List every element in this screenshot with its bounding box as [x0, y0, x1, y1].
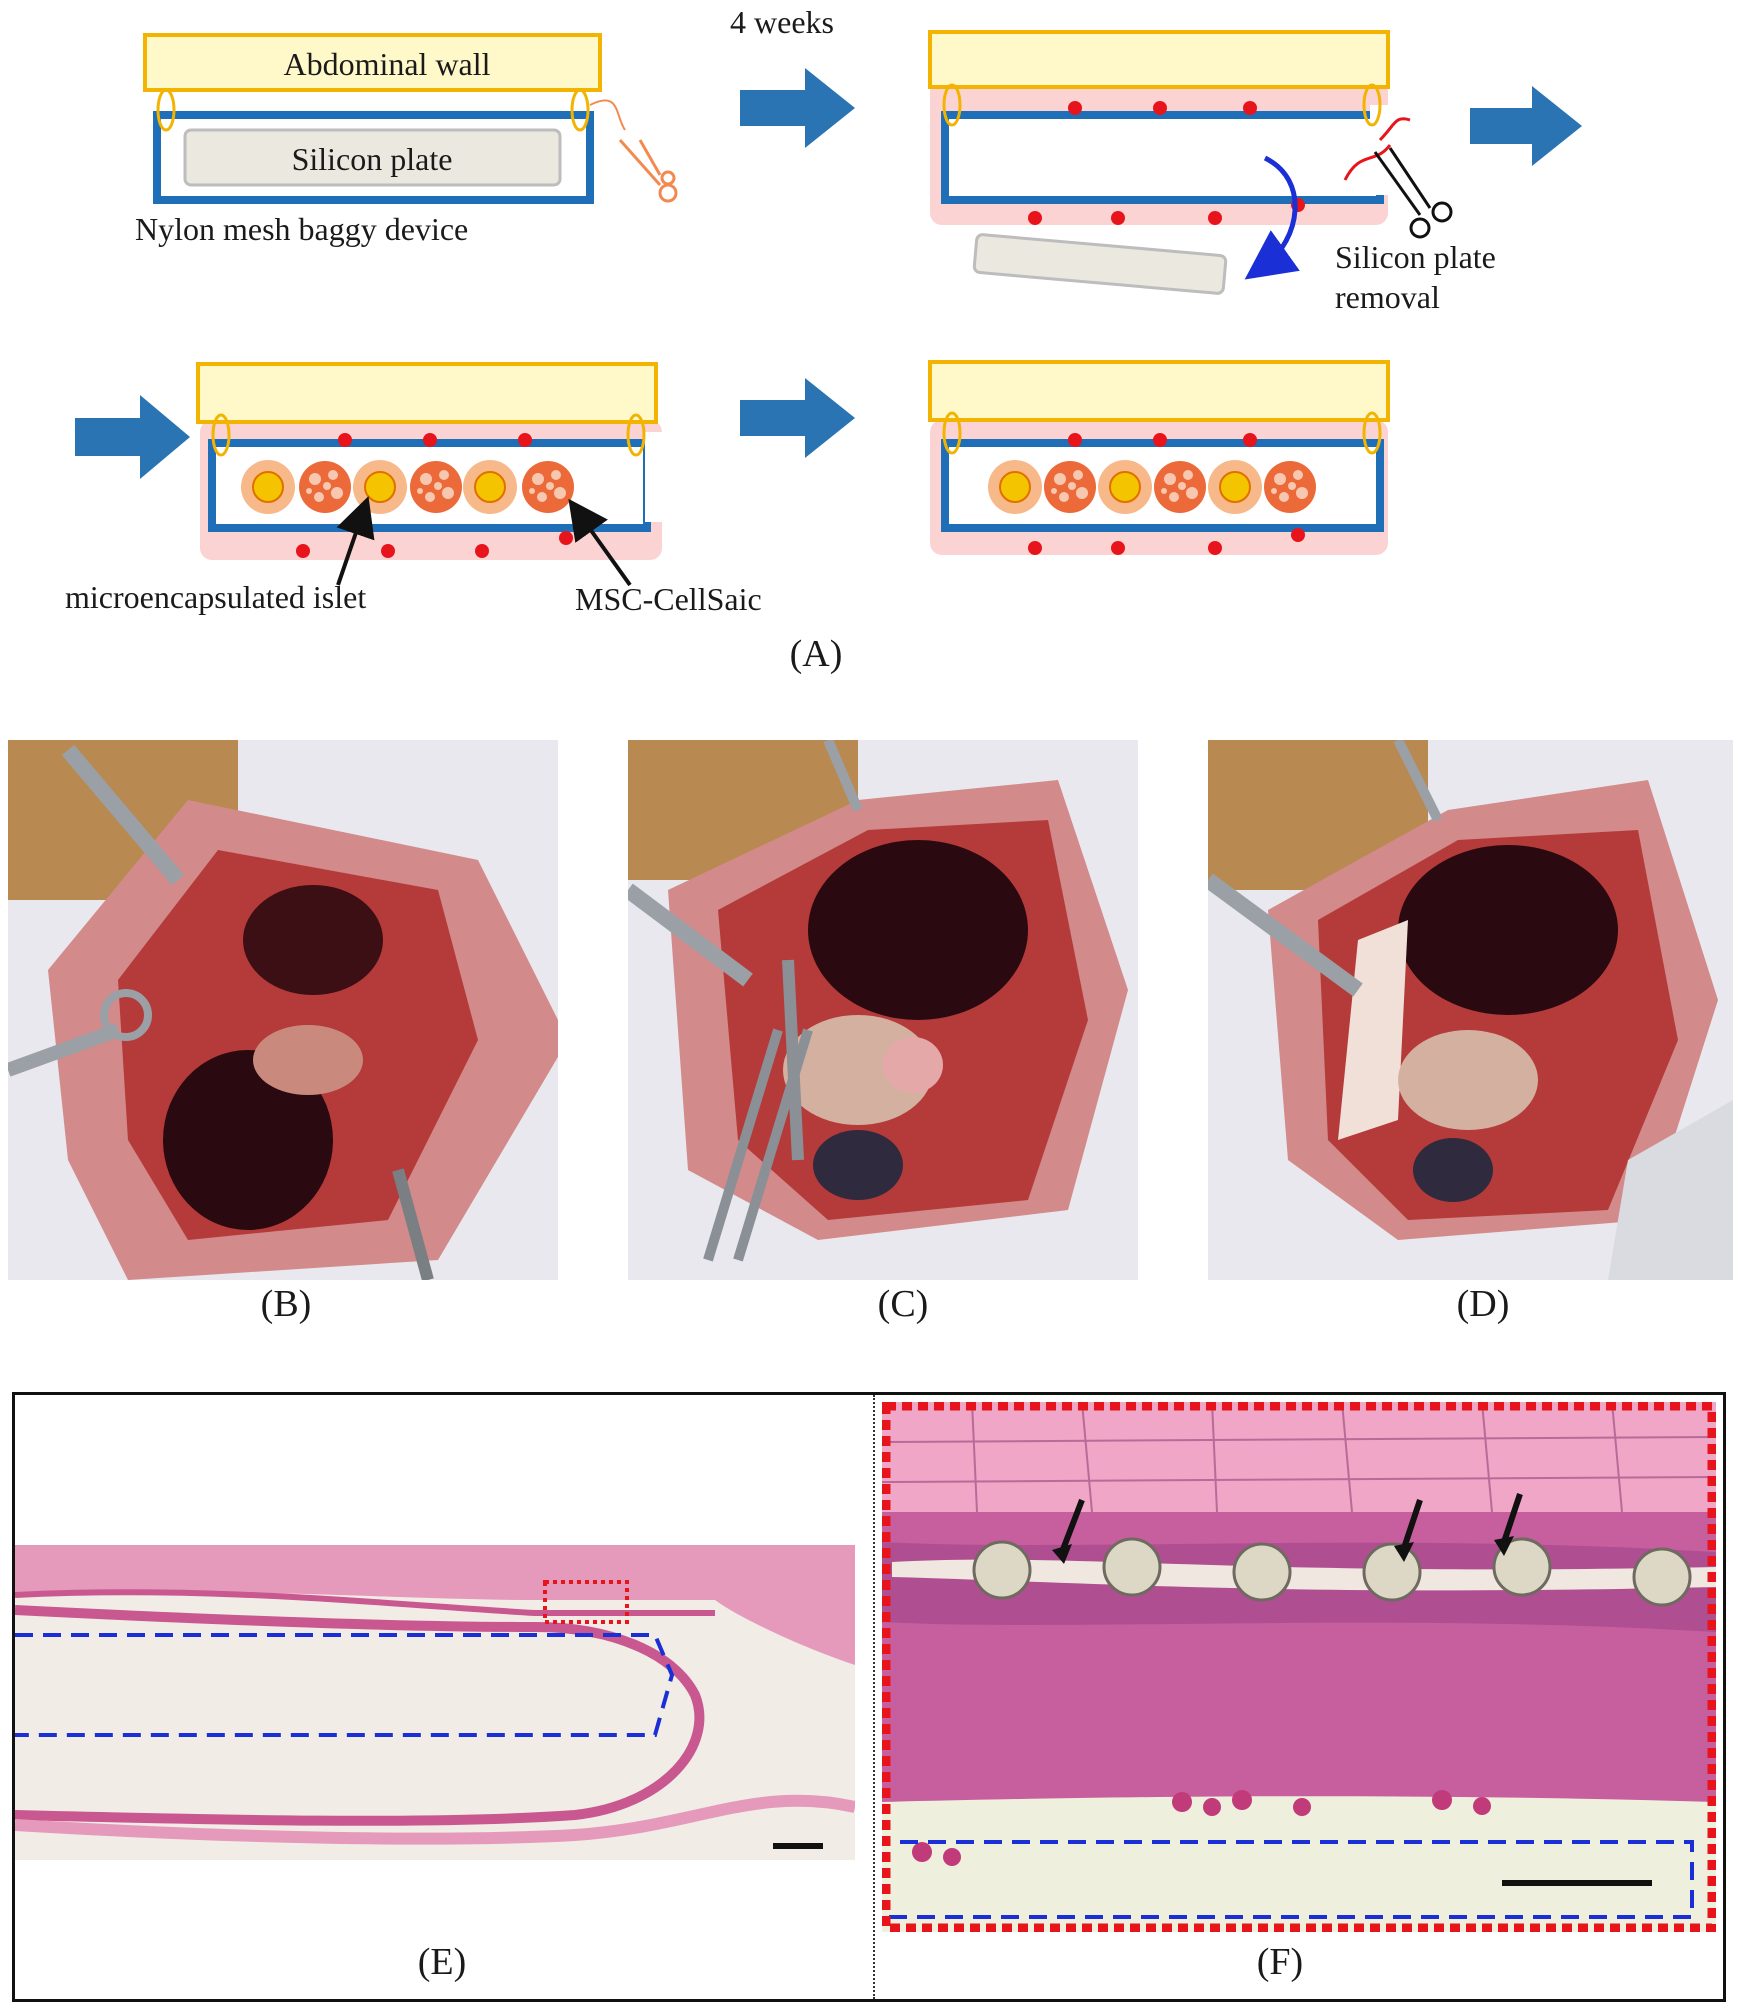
- device-space-outline: [15, 1633, 675, 1737]
- step2-device: [928, 30, 1453, 295]
- removal-label-line2: removal: [1335, 279, 1440, 315]
- arrow-right-icon: [1470, 86, 1582, 166]
- scale-bar-f: [1502, 1880, 1652, 1886]
- islet-label: microencapsulated islet: [65, 579, 366, 615]
- arrow-right-icon: [75, 395, 190, 479]
- zoom-region-box: [543, 1580, 629, 1624]
- photo-b: [8, 740, 558, 1280]
- scale-bar: [773, 1843, 823, 1849]
- rotate-arrow-icon: [1244, 155, 1300, 280]
- silicon-plate-label: Silicon plate: [292, 141, 453, 177]
- histology-frame: [12, 1392, 1726, 2002]
- removal-label-line1: Silicon plate: [1335, 239, 1496, 275]
- scissors-icon: [618, 139, 678, 203]
- photo-d: [1208, 740, 1733, 1280]
- schematic-diagram: Abdominal wall Silicon plate Nylon mesh …: [65, 4, 1582, 617]
- histology-f: [882, 1402, 1716, 1932]
- panel-label-a: (A): [789, 633, 843, 675]
- histology-e: [15, 1545, 855, 1860]
- panel-label-f: (F): [1256, 1941, 1304, 1983]
- forceps-icon: [1373, 147, 1453, 239]
- abdominal-wall: [143, 33, 602, 92]
- nylon-mesh-bag: [153, 111, 594, 204]
- photo-c: [628, 740, 1138, 1280]
- arrow-right-icon: [740, 68, 855, 148]
- step1-device: [143, 33, 678, 204]
- step4-device: [928, 360, 1390, 555]
- abdominal-wall-label: Abdominal wall: [283, 46, 490, 82]
- frame-divider: [873, 1395, 875, 1999]
- arrow-right-icon: [740, 378, 855, 458]
- panel-label-d: (D): [1456, 1283, 1510, 1325]
- device-label: Nylon mesh baggy device: [135, 211, 468, 247]
- step3-device: [196, 362, 667, 587]
- msc-label: MSC-CellSaic: [575, 581, 762, 617]
- silicon-plate: [183, 128, 562, 187]
- panel-label-b: (B): [260, 1283, 312, 1325]
- panel-label-c: (C): [877, 1283, 929, 1325]
- device-space-outline-f: [882, 1840, 1694, 1919]
- panel-label-e: (E): [417, 1941, 467, 1983]
- duration-label: 4 weeks: [730, 4, 834, 40]
- zoom-frame: [882, 1402, 1716, 1932]
